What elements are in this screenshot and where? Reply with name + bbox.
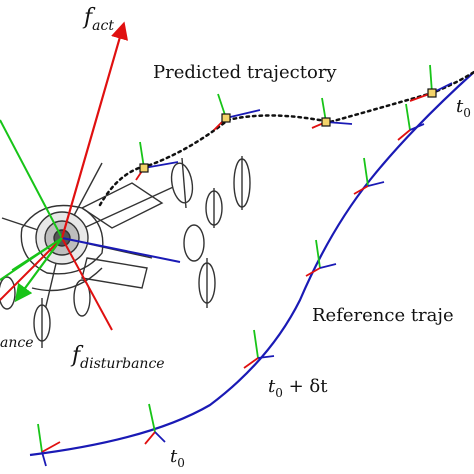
reference-frame-1 <box>37 423 61 467</box>
f-left-arrow <box>11 237 63 271</box>
f-act-arrow <box>60 21 129 239</box>
f-disturbance-label: fdisturbance <box>70 343 165 372</box>
predicted-trajectory-curve <box>98 70 474 207</box>
drone-extra-red-axis <box>0 237 63 301</box>
t0-bottom-label: t0 <box>170 446 185 470</box>
predicted-trajectory-label: Predicted trajectory <box>153 62 337 83</box>
drone-x-axis-red <box>61 237 113 331</box>
predicted-frame-4 <box>409 64 453 102</box>
t0-plus-dt-label: t0 + δt <box>268 376 328 400</box>
reference-frame-3 <box>243 329 275 369</box>
f-disturbance-arrow <box>14 237 63 303</box>
reference-trajectory-label: Reference traje <box>312 305 454 326</box>
f-act-label: fact <box>82 5 114 34</box>
reference-trajectory-curve <box>29 71 474 457</box>
t0-top-label: t0 <box>456 96 471 120</box>
predicted-frame-1 <box>135 141 179 181</box>
hexacopter-drone-icon <box>0 156 251 348</box>
reference-frame-5 <box>353 157 385 195</box>
predicted-frame-2 <box>213 93 261 131</box>
reference-frame-6 <box>397 103 425 141</box>
reference-frame-4 <box>305 239 337 277</box>
predicted-frame-3 <box>311 97 353 129</box>
reference-frame-2 <box>144 403 166 445</box>
f-left-partial-label: ance <box>0 335 34 351</box>
drone-z-axis-blue <box>61 237 181 263</box>
drone-y-axis-green <box>0 119 63 239</box>
